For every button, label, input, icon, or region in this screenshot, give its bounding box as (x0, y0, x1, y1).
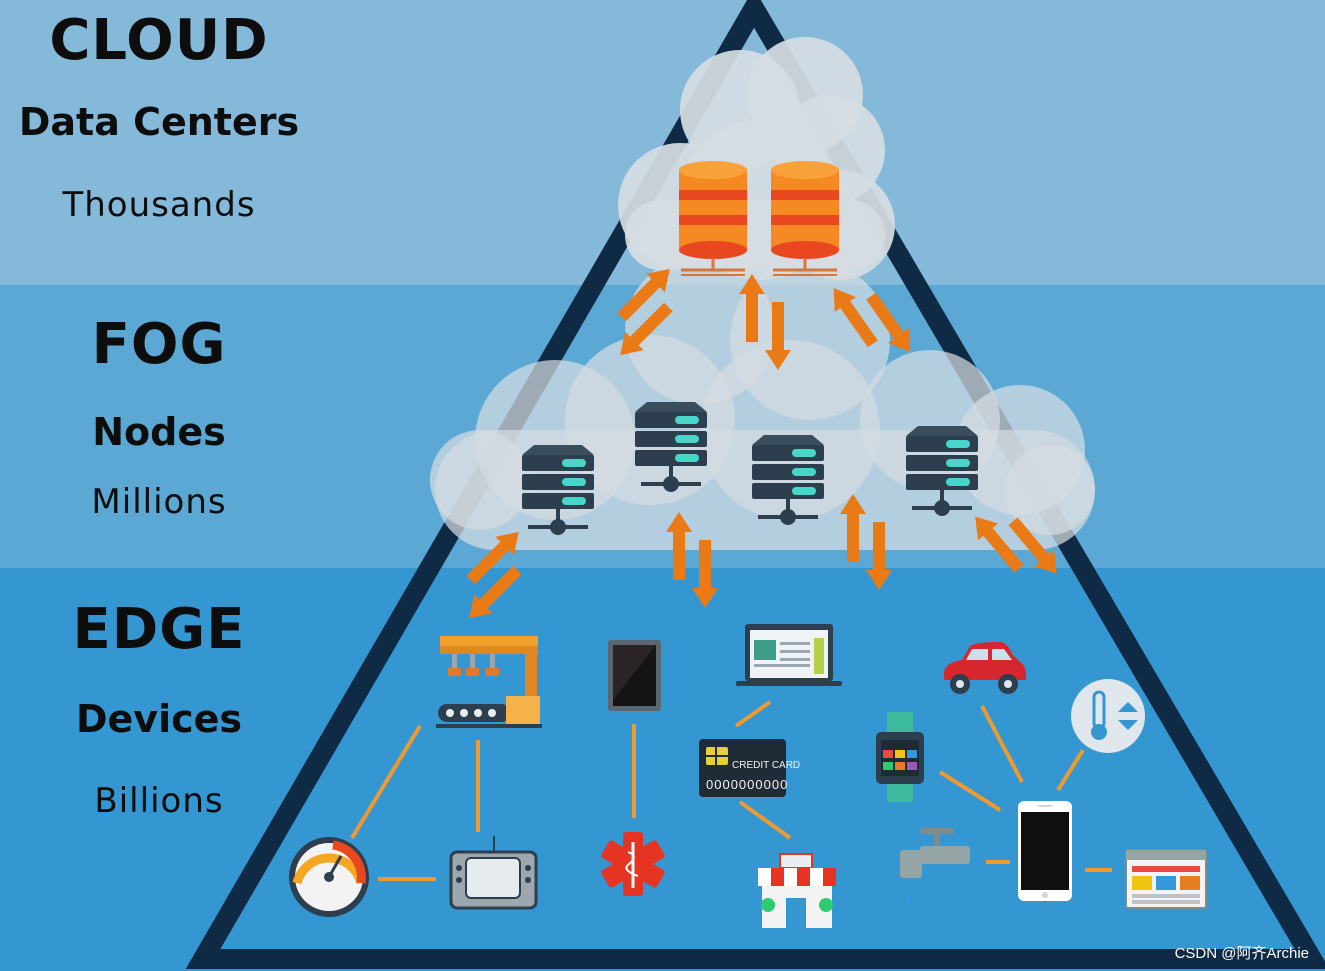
tv-icon (449, 836, 538, 910)
credit-card-number: 0000000000 (706, 777, 788, 792)
edge-layer-title: EDGE (72, 597, 246, 662)
device-connections (350, 700, 1112, 881)
smartphone-icon (1018, 801, 1072, 901)
cloud-layer-subtitle: Data Centers (18, 100, 300, 144)
thermostat-icon (1071, 679, 1145, 753)
edge-layer-count: Billions (94, 781, 224, 821)
cloud-layer-title: CLOUD (49, 8, 269, 73)
fog-layer-subtitle: Nodes (92, 410, 226, 454)
store-icon (758, 853, 836, 928)
credit-card-label: CREDIT CARD (732, 760, 800, 771)
cloud-layer-count: Thousands (62, 185, 256, 225)
web-page-icon (1125, 849, 1207, 909)
laptop-icon (736, 624, 842, 686)
gauge-icon (289, 837, 369, 917)
fog-layer-count: Millions (91, 482, 227, 522)
edge-layer-band (0, 568, 1325, 971)
medical-star-icon (601, 832, 665, 896)
edge-layer-subtitle: Devices (75, 697, 243, 741)
smartwatch-icon (876, 712, 924, 802)
factory-robot-icon (436, 636, 542, 728)
fog-cloud (430, 255, 1095, 550)
credit-card-icon: CREDIT CARD 0000000000 (699, 739, 800, 797)
watermark: CSDN @阿齐Archie (1174, 945, 1309, 962)
fog-layer-title: FOG (91, 312, 227, 377)
faucet-icon (900, 828, 970, 906)
car-icon (944, 642, 1027, 694)
tablet-icon (608, 640, 661, 711)
data-center-cloud (618, 37, 895, 280)
